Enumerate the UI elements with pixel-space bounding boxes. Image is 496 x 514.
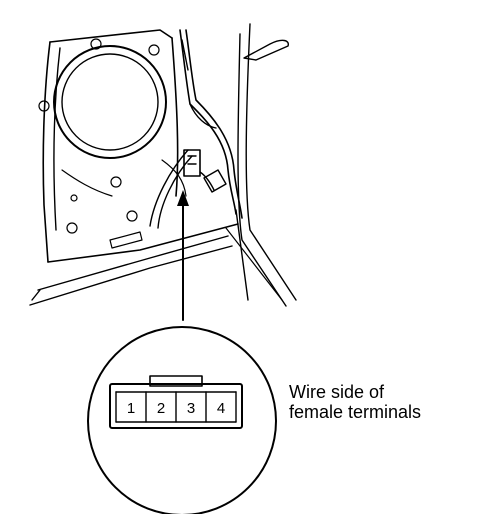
callout-circle xyxy=(87,326,277,514)
wire-harness xyxy=(149,29,243,229)
pin-label-1: 1 xyxy=(127,400,135,417)
speaker-opening xyxy=(38,38,187,249)
caption-line-2: female terminals xyxy=(289,402,422,422)
connector-caption: Wire side of female terminals xyxy=(289,382,489,422)
caption-line-1: Wire side of xyxy=(289,382,385,402)
pin-label-2: 2 xyxy=(157,400,165,417)
connector-face: 1 2 3 4 xyxy=(109,375,243,429)
pin-label-3: 3 xyxy=(187,400,195,417)
door-panel xyxy=(29,23,297,307)
pointer-arrow xyxy=(177,190,189,321)
pin-label-4: 4 xyxy=(217,400,225,417)
door-connector xyxy=(183,149,227,193)
